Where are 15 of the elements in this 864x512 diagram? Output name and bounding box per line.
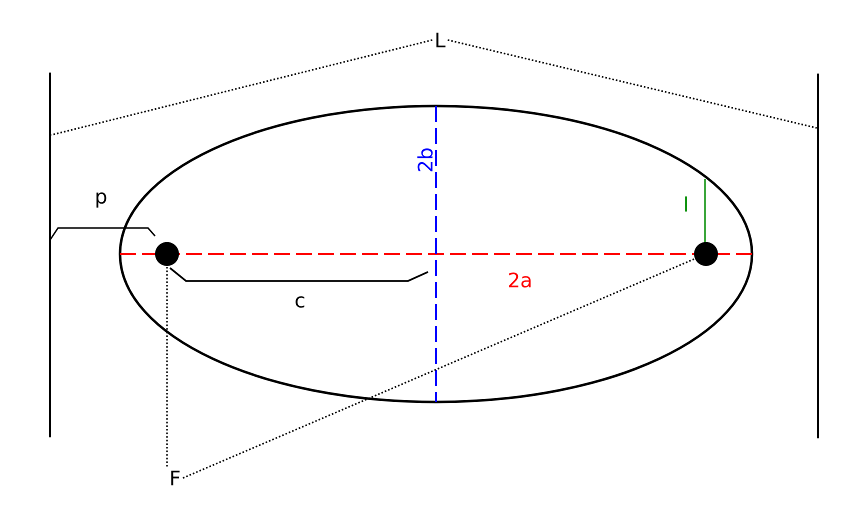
leader-line	[448, 39, 817, 129]
directrix-line	[49, 72, 51, 438]
dimension-label: l	[685, 196, 687, 212]
dimension-label: c	[296, 296, 304, 308]
dimension-label: p	[96, 192, 106, 208]
node-label: L	[436, 32, 446, 48]
focus-dot	[155, 242, 179, 266]
leader-line	[51, 39, 432, 136]
directrix-line	[817, 74, 819, 438]
focus-dot	[694, 242, 718, 266]
leader-line	[166, 266, 168, 467]
dimension-label: 2b	[417, 148, 433, 172]
leader-line	[182, 258, 696, 479]
dimension-label: 2a	[509, 272, 531, 288]
node-label: F	[171, 470, 180, 486]
